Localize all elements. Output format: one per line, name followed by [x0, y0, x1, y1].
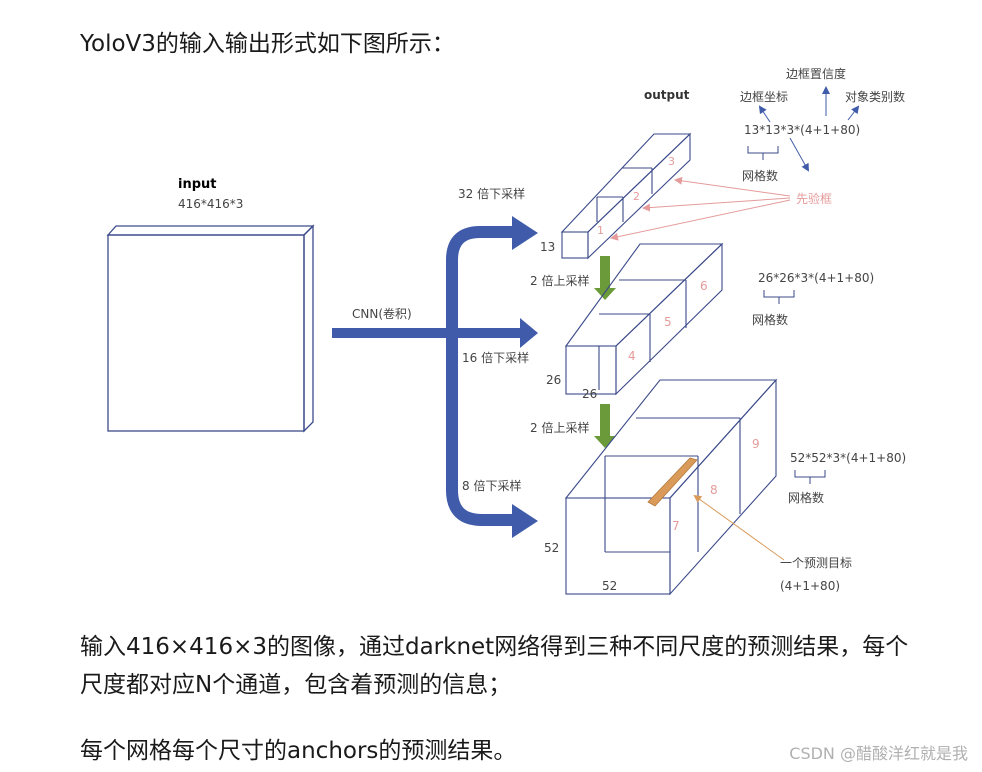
class-count-label: 对象类别数: [845, 89, 905, 104]
upsample-label-1: 2 倍上采样: [530, 273, 589, 288]
scale26-formula: 26*26*3*(4+1+80): [758, 271, 874, 285]
prediction-target-bar: [647, 457, 698, 507]
anchor-2: 2: [633, 190, 640, 203]
anchor-6: 6: [700, 279, 708, 293]
description-paragraph-1: 输入416×416×3的图像，通过darknet网络得到三种不同尺度的预测结果，…: [80, 634, 909, 698]
anchor-8: 8: [710, 483, 718, 497]
grid-count-label-26: 网格数: [752, 312, 788, 327]
input-volume: [106, 224, 315, 433]
output-title: output: [644, 88, 690, 102]
target-size-label: (4+1+80): [780, 579, 840, 593]
arrow-head-32: [512, 216, 538, 250]
upsample-arrow-2: [594, 404, 616, 448]
csdn-watermark: CSDN @醋酸洋红就是我: [789, 744, 968, 763]
scale13-size: 13: [540, 240, 555, 254]
anchor-7: 7: [672, 519, 680, 533]
scale26-size-bottom: 26: [582, 387, 597, 401]
input-dims: 416*416*3: [178, 197, 243, 211]
description-paragraph-2: 每个网格每个尺寸的anchors的预测结果。: [80, 738, 517, 764]
cnn-arrow: [332, 318, 538, 348]
scale52-formula: 52*52*3*(4+1+80): [790, 451, 906, 465]
input-title: input: [178, 177, 217, 192]
page-heading: YoloV3的输入输出形式如下图所示：: [80, 31, 455, 57]
branch-arrows: [446, 226, 515, 526]
grid-count-label-52: 网格数: [788, 490, 824, 505]
grid-count-label-13: 网格数: [742, 168, 778, 183]
anchor-3: 3: [668, 155, 675, 168]
scale13-block: [560, 132, 692, 260]
scale26-block: [564, 242, 724, 396]
upsample-arrow-1: [594, 256, 616, 300]
cnn-label: CNN(卷积): [352, 306, 412, 321]
anchor-1: 1: [597, 224, 604, 237]
anchor-9: 9: [752, 437, 760, 451]
one-target-label: 一个预测目标: [780, 556, 852, 570]
box-coords-label: 边框坐标: [740, 90, 788, 104]
downsample-32-label: 32 倍下采样: [458, 186, 525, 201]
scale13-formula: 13*13*3*(4+1+80): [744, 123, 860, 137]
scale52-size-left: 52: [544, 541, 559, 555]
downsample-16-label: 16 倍下采样: [462, 350, 529, 365]
anchor-5: 5: [664, 315, 672, 329]
box-confidence-label: 边框置信度: [786, 66, 846, 81]
prior-box-label: 先验框: [796, 191, 832, 206]
scale26-size-left: 26: [546, 373, 561, 387]
arrow-head-8: [512, 504, 538, 538]
anchor-4: 4: [628, 349, 636, 363]
scale52-block: [564, 378, 778, 596]
scale52-size-bottom: 52: [602, 579, 617, 593]
upsample-label-2: 2 倍上采样: [530, 420, 589, 435]
downsample-8-label: 8 倍下采样: [462, 478, 521, 493]
